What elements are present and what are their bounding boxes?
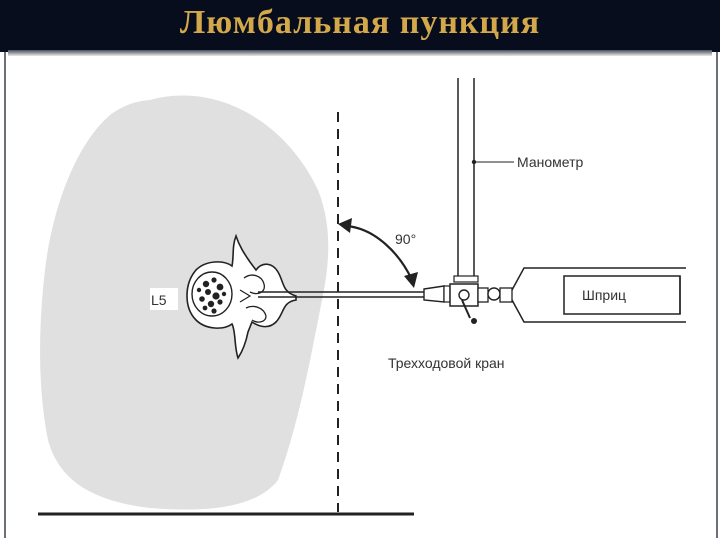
syringe <box>511 267 686 323</box>
vertebra-label-box <box>150 288 178 310</box>
title-underline <box>8 50 712 56</box>
slide-title: Люмбальная пункция <box>179 4 541 41</box>
angle-label: 90° <box>395 231 416 247</box>
angle-arc <box>338 218 418 288</box>
vertebra-label: L5 <box>151 292 167 308</box>
manometer-label: Манометр <box>517 154 583 170</box>
vertebra-l5 <box>186 233 297 360</box>
body-outline <box>40 95 329 510</box>
slide-frame <box>4 52 718 538</box>
syringe-label: Шприц <box>582 287 626 303</box>
title-bar: Люмбальная пункция <box>0 0 720 52</box>
spinal-needle <box>258 285 451 303</box>
three-way-stopcock <box>449 283 513 324</box>
stopcock-label: Трехходовой кран <box>388 355 505 371</box>
manometer <box>453 78 514 283</box>
